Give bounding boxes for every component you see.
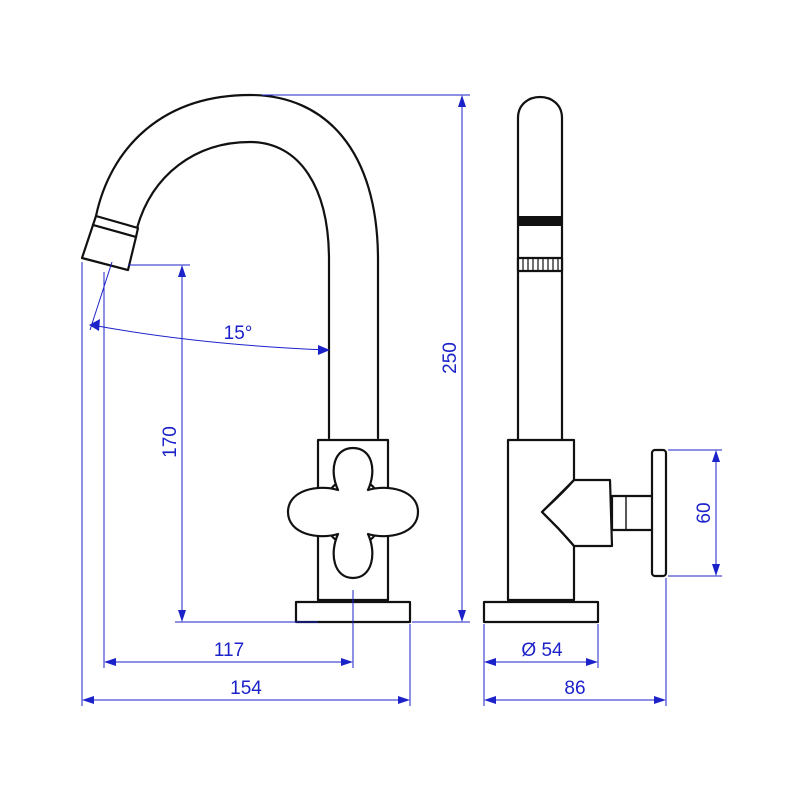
side-valve-cone [540,478,576,548]
side-base-plate [482,600,600,624]
front-view [80,93,420,624]
cross-handle [286,446,420,580]
side-view [482,95,668,624]
dimensions: 250 170 15° 117 154 Ø 54 [81,94,722,706]
dim-base-diameter: Ø 54 [521,640,563,661]
side-handle-disc [650,448,668,578]
dim-spout-reach: 117 [214,640,244,661]
dim-spout-height: 170 [160,426,181,458]
side-spout [516,95,564,442]
aerator-nozzle [80,223,138,272]
side-aerator-outlet [516,256,564,273]
side-aerator-mesh [522,258,559,271]
side-valve-stem [610,494,656,532]
dim-spout-angle: 15° [224,323,253,344]
spout-inner-curve [135,140,331,440]
spout-outer-curve [94,93,380,440]
dim-handle-height: 60 [694,502,715,523]
dim-total-width: 154 [230,678,262,699]
side-aerator-band [518,216,562,226]
dim-side-depth: 86 [564,678,585,699]
dim-total-height: 250 [440,342,461,374]
